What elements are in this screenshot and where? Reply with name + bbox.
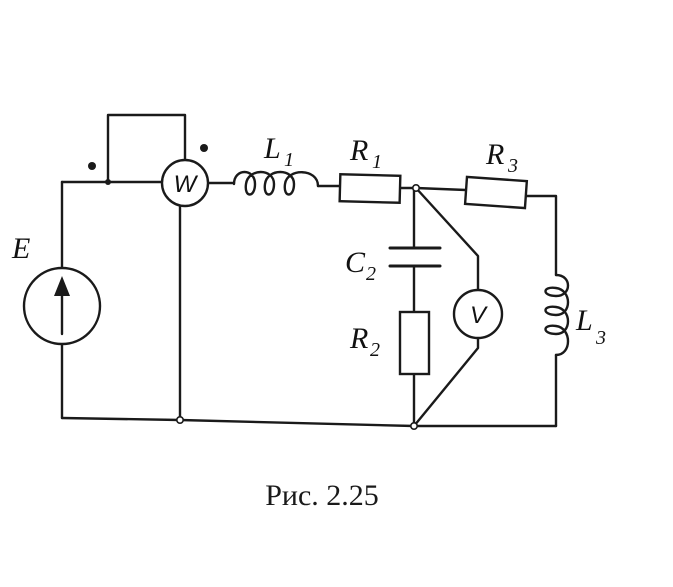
voltage-source-e: E	[11, 232, 102, 346]
wire-bottom	[60, 416, 558, 428]
wire-wattmeter-loop	[106, 113, 187, 184]
resistor-r1-body	[338, 172, 402, 205]
inductor-l3-coil	[544, 273, 570, 357]
voltmeter-symbol	[452, 288, 504, 340]
resistor-r2: R 2	[349, 310, 431, 376]
junction-dot-bottom-w	[176, 415, 185, 424]
label-r2: R	[349, 322, 368, 355]
label-r3: R	[485, 138, 504, 171]
label-l3-sub: 3	[595, 327, 606, 349]
label-r3-sub: 3	[507, 155, 518, 177]
resistor-r3-body	[463, 175, 529, 210]
wattmeter-symbol	[160, 158, 210, 208]
wire-voltmeter-bottom	[412, 336, 480, 428]
capacitor-c2: C 2	[345, 246, 442, 285]
label-l1: L	[263, 132, 281, 165]
resistor-r1: R 1	[338, 134, 402, 205]
wire-r3-right	[524, 194, 558, 277]
resistor-r3: R 3	[463, 138, 529, 210]
label-c2: C	[345, 246, 366, 279]
wattmeter-polarity-dot-left	[88, 162, 96, 170]
label-r1-sub: 1	[372, 151, 382, 173]
wattmeter: W	[160, 158, 210, 208]
wattmeter-letter: W	[174, 171, 199, 198]
label-l3: L	[575, 304, 593, 337]
label-e: E	[11, 232, 30, 265]
wattmeter-polarity-dot-right	[200, 144, 208, 152]
junction-dot-top-left	[105, 179, 111, 185]
wires	[60, 113, 558, 428]
source-arrow-head	[54, 276, 70, 296]
label-l1-sub: 1	[284, 149, 294, 171]
nodes	[88, 144, 420, 430]
inductor-l1-coil	[232, 170, 320, 196]
wire-voltmeter-top	[414, 186, 480, 292]
label-r2-sub: 2	[370, 339, 380, 361]
figure-caption: Рис. 2.25	[265, 479, 379, 512]
junction-dot-bottom-mid	[409, 421, 418, 430]
junction-dot-top-mid	[411, 184, 420, 193]
inductor-l1: L 1	[232, 132, 320, 196]
voltmeter-letter: V	[470, 302, 488, 329]
voltmeter: V	[452, 288, 504, 340]
label-r1: R	[349, 134, 368, 167]
inductor-l3: L 3	[544, 273, 606, 357]
label-c2-sub: 2	[366, 263, 376, 285]
wire-node-r3	[414, 186, 468, 192]
resistor-r2-body	[398, 310, 431, 376]
